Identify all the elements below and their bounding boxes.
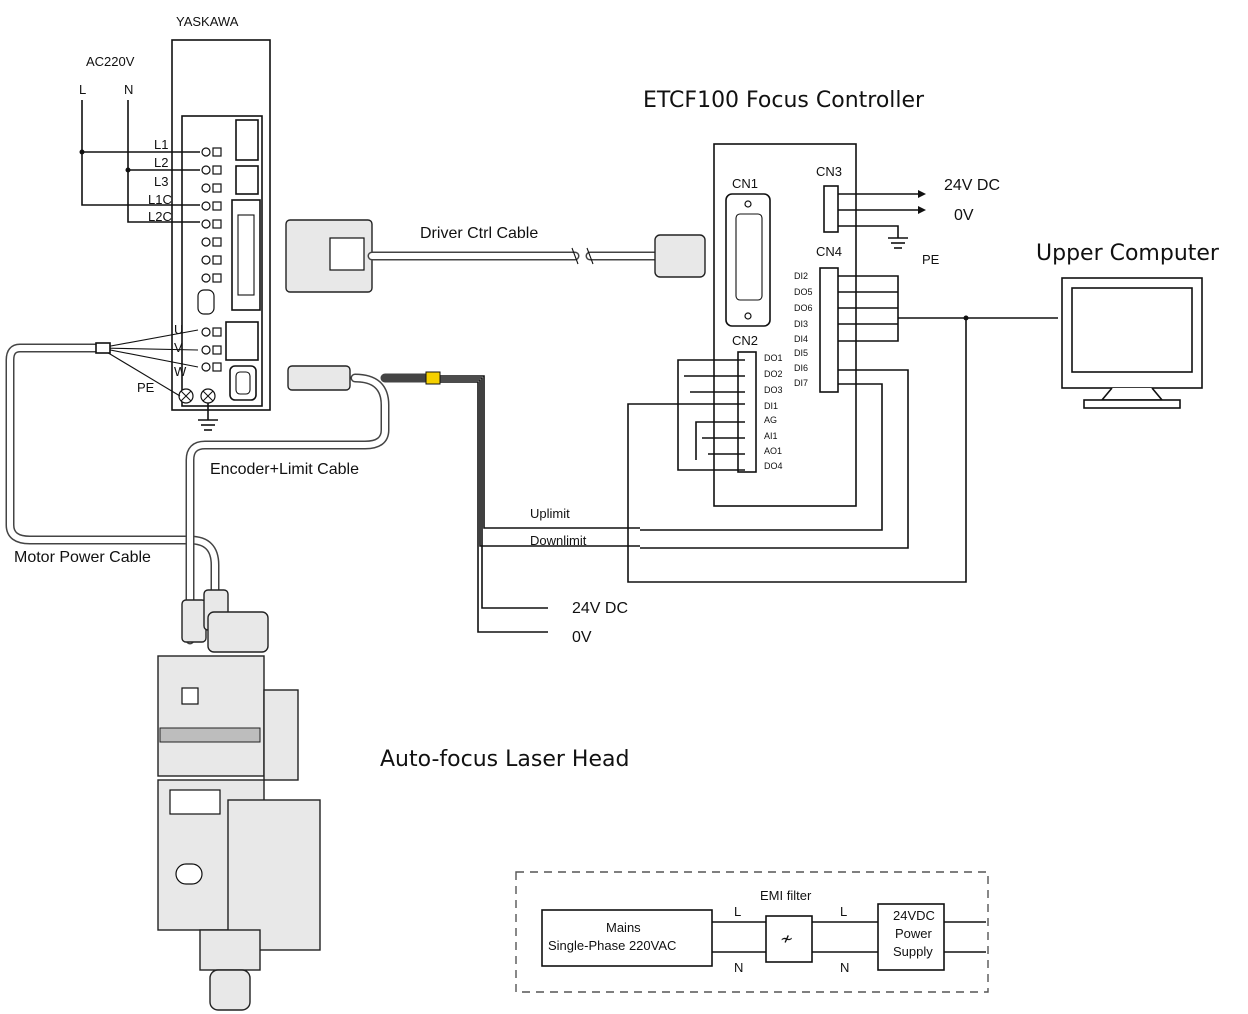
- emi-inset-frame: [515, 871, 989, 993]
- terminal-l2: L2: [154, 155, 168, 170]
- cn4-pin-do5: DO5: [794, 287, 813, 297]
- cn3-24v-label: 24V DC: [944, 177, 1000, 194]
- cn4-label: CN4: [816, 244, 842, 259]
- cn2-pin-di1: DI1: [764, 401, 778, 411]
- driver-port-cn1: [231, 199, 261, 311]
- uplimit-label: Uplimit: [530, 506, 570, 521]
- cn2-pin-ao1: AO1: [764, 446, 782, 456]
- line-l-label: L: [79, 82, 86, 97]
- psu-label-line3: Supply: [893, 944, 933, 959]
- cn2-pin-ai1: AI1: [764, 431, 778, 441]
- cn2-pin-do4: DO4: [764, 461, 783, 471]
- servo-driver: YASKAWA: [79, 14, 271, 431]
- supply-24v-label: 24V DC: [572, 600, 628, 617]
- laser-head-upper-body: [157, 655, 265, 777]
- terminal-v: V: [174, 340, 183, 355]
- emi-filter-box: [765, 915, 813, 963]
- pe-controller-label: PE: [922, 252, 940, 267]
- cn1-label: CN1: [732, 176, 758, 191]
- cn1-port: [725, 193, 771, 327]
- ac220v-label: AC220V: [86, 54, 135, 69]
- cn4-port: [819, 267, 839, 393]
- driver-port-cn2: [225, 321, 259, 361]
- laser-head-label: Auto-focus Laser Head: [380, 747, 629, 772]
- emi-n-in-label: N: [734, 960, 743, 975]
- laser-head-motor-connector: [181, 599, 207, 643]
- line-n-label: N: [124, 82, 133, 97]
- supply-0v-label: 0V: [572, 629, 592, 646]
- terminal-l1: L1: [154, 137, 168, 152]
- cn2-pin-ag: AG: [764, 415, 777, 425]
- cn4-pin-di6: DI6: [794, 363, 808, 373]
- cn3-0v-label: 0V: [954, 207, 974, 224]
- pe-driver-label: PE: [137, 380, 155, 395]
- mains-label-line1: Mains: [606, 920, 641, 935]
- downlimit-label: Downlimit: [530, 533, 587, 548]
- psu-box: [877, 903, 945, 971]
- cn4-pin-di5: DI5: [794, 348, 808, 358]
- cn4-pin-di3: DI3: [794, 319, 808, 329]
- cn3-label: CN3: [816, 164, 842, 179]
- driver-ctrl-connector-right: [654, 234, 706, 278]
- mains-box: [541, 909, 713, 967]
- mains-label-line2: Single-Phase 220VAC: [548, 938, 676, 953]
- terminal-l2c: L2C: [148, 209, 172, 224]
- emi-filter-inset: Mains Single-Phase 220VAC EMI filter ≁ 2…: [515, 871, 989, 993]
- driver-port-top: [235, 119, 259, 161]
- encoder-cable-label: Encoder+Limit Cable: [210, 461, 359, 478]
- psu-label-line1: 24VDC: [893, 908, 935, 923]
- cn4-pin-di7: DI7: [794, 378, 808, 388]
- encoder-limit-cable: Encoder+Limit Cable Uplimit Downlimit 24…: [185, 365, 640, 646]
- etcf100-controller: ETCF100 Focus Controller CN1 CN3 CN4 CN2…: [627, 88, 1058, 583]
- emi-l-in-label: L: [734, 904, 741, 919]
- monitor-screen: [1071, 287, 1193, 373]
- driver-port-usb: [235, 165, 259, 195]
- emi-l-out-label: L: [840, 904, 847, 919]
- controller-title: ETCF100 Focus Controller: [643, 88, 925, 113]
- cn4-pin-di2: DI2: [794, 271, 808, 281]
- driver-port-encoder: [229, 365, 257, 401]
- emi-n-out-label: N: [840, 960, 849, 975]
- cn4-pin-di4: DI4: [794, 334, 808, 344]
- cn2-label: CN2: [732, 333, 758, 348]
- emi-filter-symbol: ≁: [780, 931, 793, 948]
- encoder-connector: [287, 365, 351, 391]
- yaskawa-label: YASKAWA: [176, 14, 239, 29]
- upper-computer-label: Upper Computer: [1036, 241, 1220, 266]
- driver-ctrl-cable-label: Driver Ctrl Cable: [420, 225, 538, 242]
- driver-ctrl-cable: Driver Ctrl Cable: [285, 219, 706, 293]
- laser-head: Auto-focus Laser Head: [157, 589, 629, 1011]
- cn3-port: [823, 185, 839, 233]
- psu-label-line2: Power: [895, 926, 933, 941]
- motor-power-cable-label: Motor Power Cable: [14, 549, 151, 566]
- cn2-pin-do2: DO2: [764, 369, 783, 379]
- cn2-pin-do1: DO1: [764, 353, 783, 363]
- cn2-pin-do3: DO3: [764, 385, 783, 395]
- laser-head-nozzle: [209, 969, 251, 1011]
- upper-computer: Upper Computer: [1036, 241, 1220, 409]
- cn4-pin-do6: DO6: [794, 303, 813, 313]
- motor-power-cable: Motor Power Cable: [5, 329, 220, 645]
- terminal-w: W: [174, 364, 187, 379]
- cn2-port: [737, 351, 757, 473]
- terminal-l1c: L1C: [148, 192, 172, 207]
- driver-terminal-block: [178, 147, 222, 404]
- terminal-l3: L3: [154, 174, 168, 189]
- emi-filter-label: EMI filter: [760, 888, 812, 903]
- terminal-u: U: [174, 322, 183, 337]
